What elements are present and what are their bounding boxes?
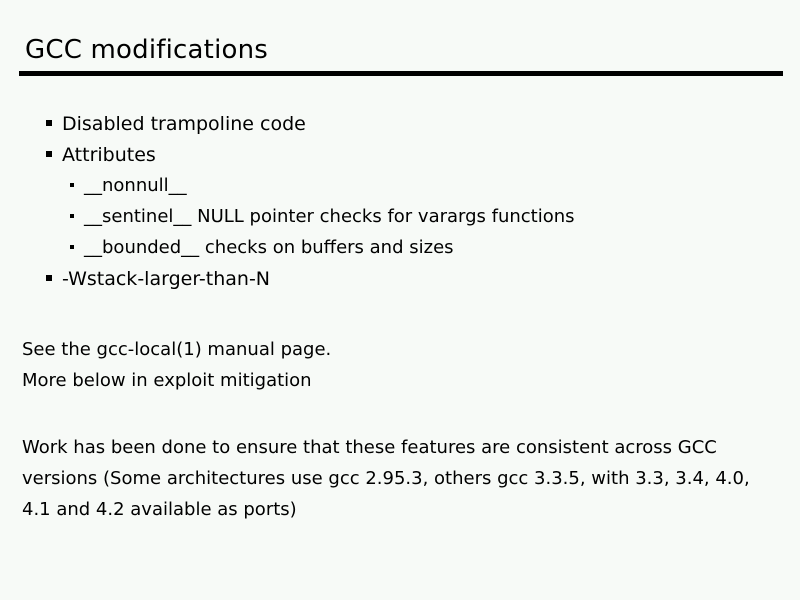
page-title: GCC modifications (25, 35, 269, 65)
list-item-label: Disabled trampoline code (62, 113, 306, 135)
list-item-label: __nonnull__ (84, 175, 187, 196)
bullet-list: Disabled trampoline code Attributes __no… (0, 112, 800, 298)
note-line-manual-page: See the gcc-local(1) manual page. (22, 339, 332, 360)
list-item: -Wstack-larger-than-N (0, 267, 800, 298)
list-item: Attributes (0, 143, 800, 174)
list-item: Disabled trampoline code (0, 112, 800, 143)
list-item: __nonnull__ (0, 174, 800, 205)
list-item-label: Attributes (62, 144, 156, 166)
title-divider (19, 71, 783, 76)
list-item-label: -Wstack-larger-than-N (62, 268, 271, 290)
note-line-exploit-mitigation: More below in exploit mitigation (22, 370, 312, 391)
small-square-bullet-icon (70, 245, 74, 249)
list-item: __sentinel__ NULL pointer checks for var… (0, 205, 800, 236)
body-paragraph: Work has been done to ensure that these … (22, 437, 750, 520)
list-item-label: __bounded__ checks on buffers and sizes (84, 237, 454, 258)
square-bullet-icon (46, 275, 52, 281)
square-bullet-icon (46, 151, 52, 157)
small-square-bullet-icon (70, 183, 74, 187)
small-square-bullet-icon (70, 214, 74, 218)
square-bullet-icon (46, 120, 52, 126)
list-item: __bounded__ checks on buffers and sizes (0, 236, 800, 267)
list-item-label: __sentinel__ NULL pointer checks for var… (84, 206, 575, 227)
